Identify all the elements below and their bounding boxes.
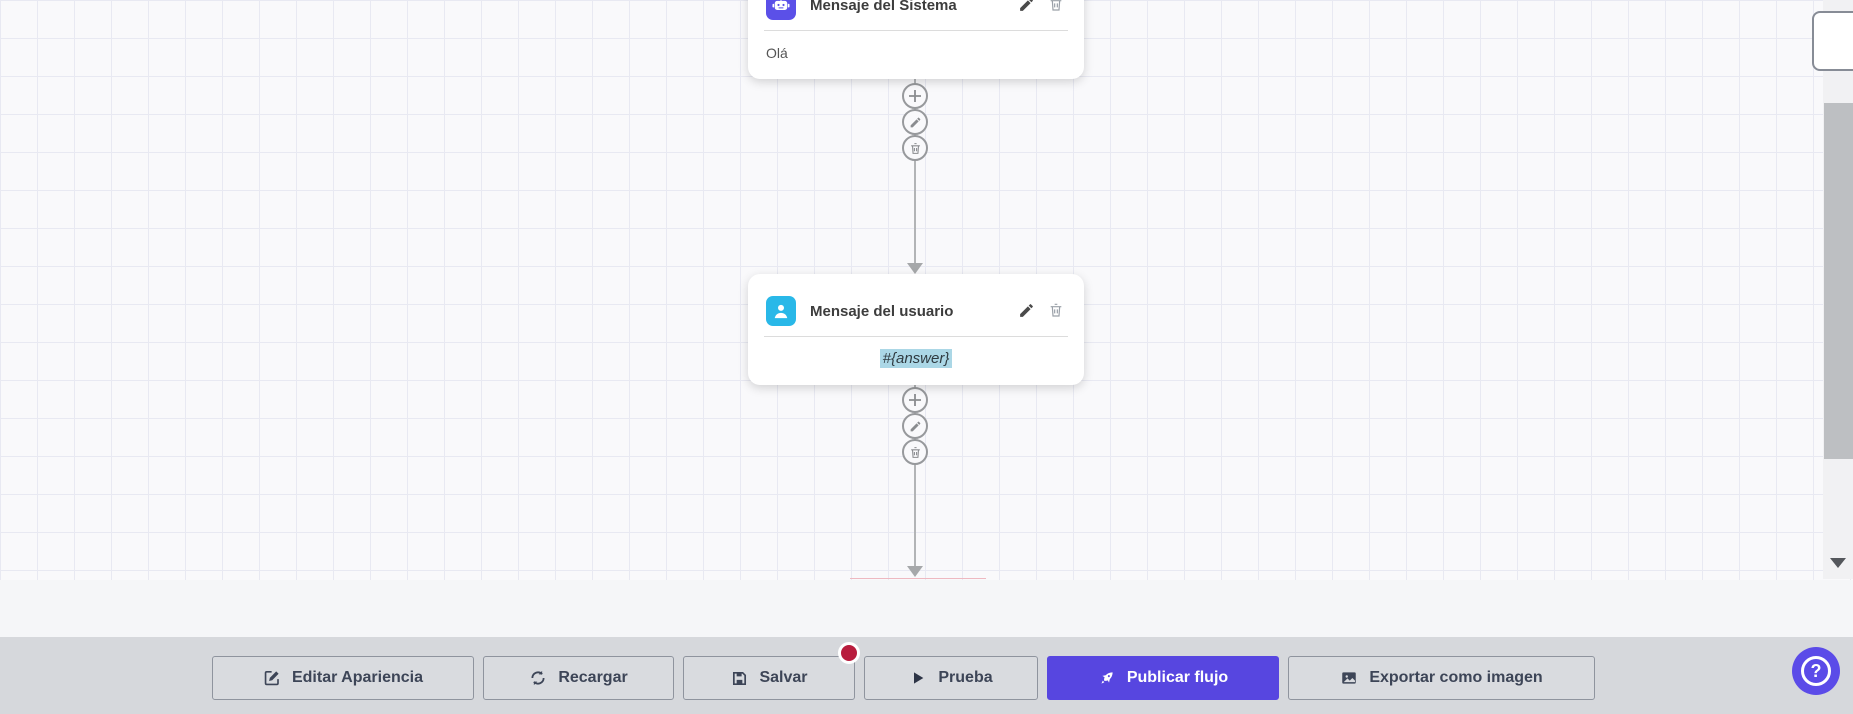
unsaved-changes-badge: [838, 642, 860, 664]
help-button[interactable]: ?: [1792, 647, 1840, 695]
add-node-button[interactable]: [902, 83, 928, 109]
edit-square-icon: [263, 669, 281, 687]
add-node-button[interactable]: [902, 387, 928, 413]
edit-node-icon[interactable]: [1018, 302, 1036, 320]
connector-line: [914, 79, 916, 263]
button-label: Prueba: [938, 669, 993, 686]
minimap-box: [1812, 11, 1853, 71]
pencil-icon: [909, 420, 922, 433]
save-icon: [730, 669, 748, 687]
trash-icon: [909, 446, 922, 459]
button-label: Exportar como imagen: [1369, 669, 1543, 686]
flow-canvas[interactable]: Mensaje del Sistema Olá: [0, 0, 1853, 580]
connector-arrow-icon: [907, 566, 923, 577]
button-label: Salvar: [759, 669, 808, 686]
scrollbar-thumb[interactable]: [1824, 103, 1853, 459]
rocket-icon: [1098, 669, 1116, 687]
node-system-message[interactable]: Mensaje del Sistema Olá: [748, 0, 1084, 79]
node-header: Mensaje del usuario: [748, 274, 1084, 336]
delete-node-icon[interactable]: [1048, 302, 1066, 320]
play-icon: [909, 669, 927, 687]
edit-connector-button[interactable]: [902, 109, 928, 135]
node-header: Mensaje del Sistema: [748, 0, 1084, 30]
node-divider: [764, 30, 1068, 31]
edit-connector-button[interactable]: [902, 413, 928, 439]
reload-button[interactable]: Recargar: [483, 656, 674, 700]
canvas-bottom-strip: [0, 580, 1853, 637]
node-title: Mensaje del usuario: [810, 302, 954, 320]
node-user-message[interactable]: Mensaje del usuario #{answer}: [748, 274, 1084, 385]
delete-connector-button[interactable]: [902, 439, 928, 465]
test-button[interactable]: Prueba: [864, 656, 1038, 700]
scrollbar-down-arrow-icon[interactable]: [1830, 558, 1846, 568]
connector-line: [914, 385, 916, 566]
robot-icon: [766, 0, 796, 20]
button-label: Editar Apariencia: [291, 669, 423, 686]
trash-icon: [909, 142, 922, 155]
edit-node-icon[interactable]: [1018, 0, 1036, 14]
delete-connector-button[interactable]: [902, 135, 928, 161]
edit-appearance-button[interactable]: Editar Apariencia: [212, 656, 474, 700]
save-button[interactable]: Salvar: [683, 656, 855, 700]
node-body-text: Olá: [766, 45, 788, 61]
plus-icon: [908, 393, 922, 407]
refresh-icon: [529, 669, 547, 687]
connector-arrow-icon: [907, 263, 923, 274]
plus-icon: [908, 89, 922, 103]
publish-flow-button[interactable]: Publicar flujo: [1047, 656, 1279, 700]
next-node-edge: [850, 578, 986, 579]
user-icon: [766, 296, 796, 326]
export-image-button[interactable]: Exportar como imagen: [1288, 656, 1595, 700]
node-divider: [764, 336, 1068, 337]
node-title: Mensaje del Sistema: [810, 0, 957, 14]
toolbar-buttons: Editar Apariencia Recargar Salvar Prueba…: [212, 656, 1595, 700]
image-icon: [1340, 669, 1358, 687]
answer-variable-chip: #{answer}: [879, 349, 953, 368]
delete-node-icon[interactable]: [1048, 0, 1066, 14]
button-label: Publicar flujo: [1126, 669, 1229, 686]
question-mark-icon: ?: [1801, 656, 1831, 686]
pencil-icon: [909, 116, 922, 129]
node-body: #{answer}: [748, 337, 1084, 385]
button-label: Recargar: [558, 669, 628, 686]
